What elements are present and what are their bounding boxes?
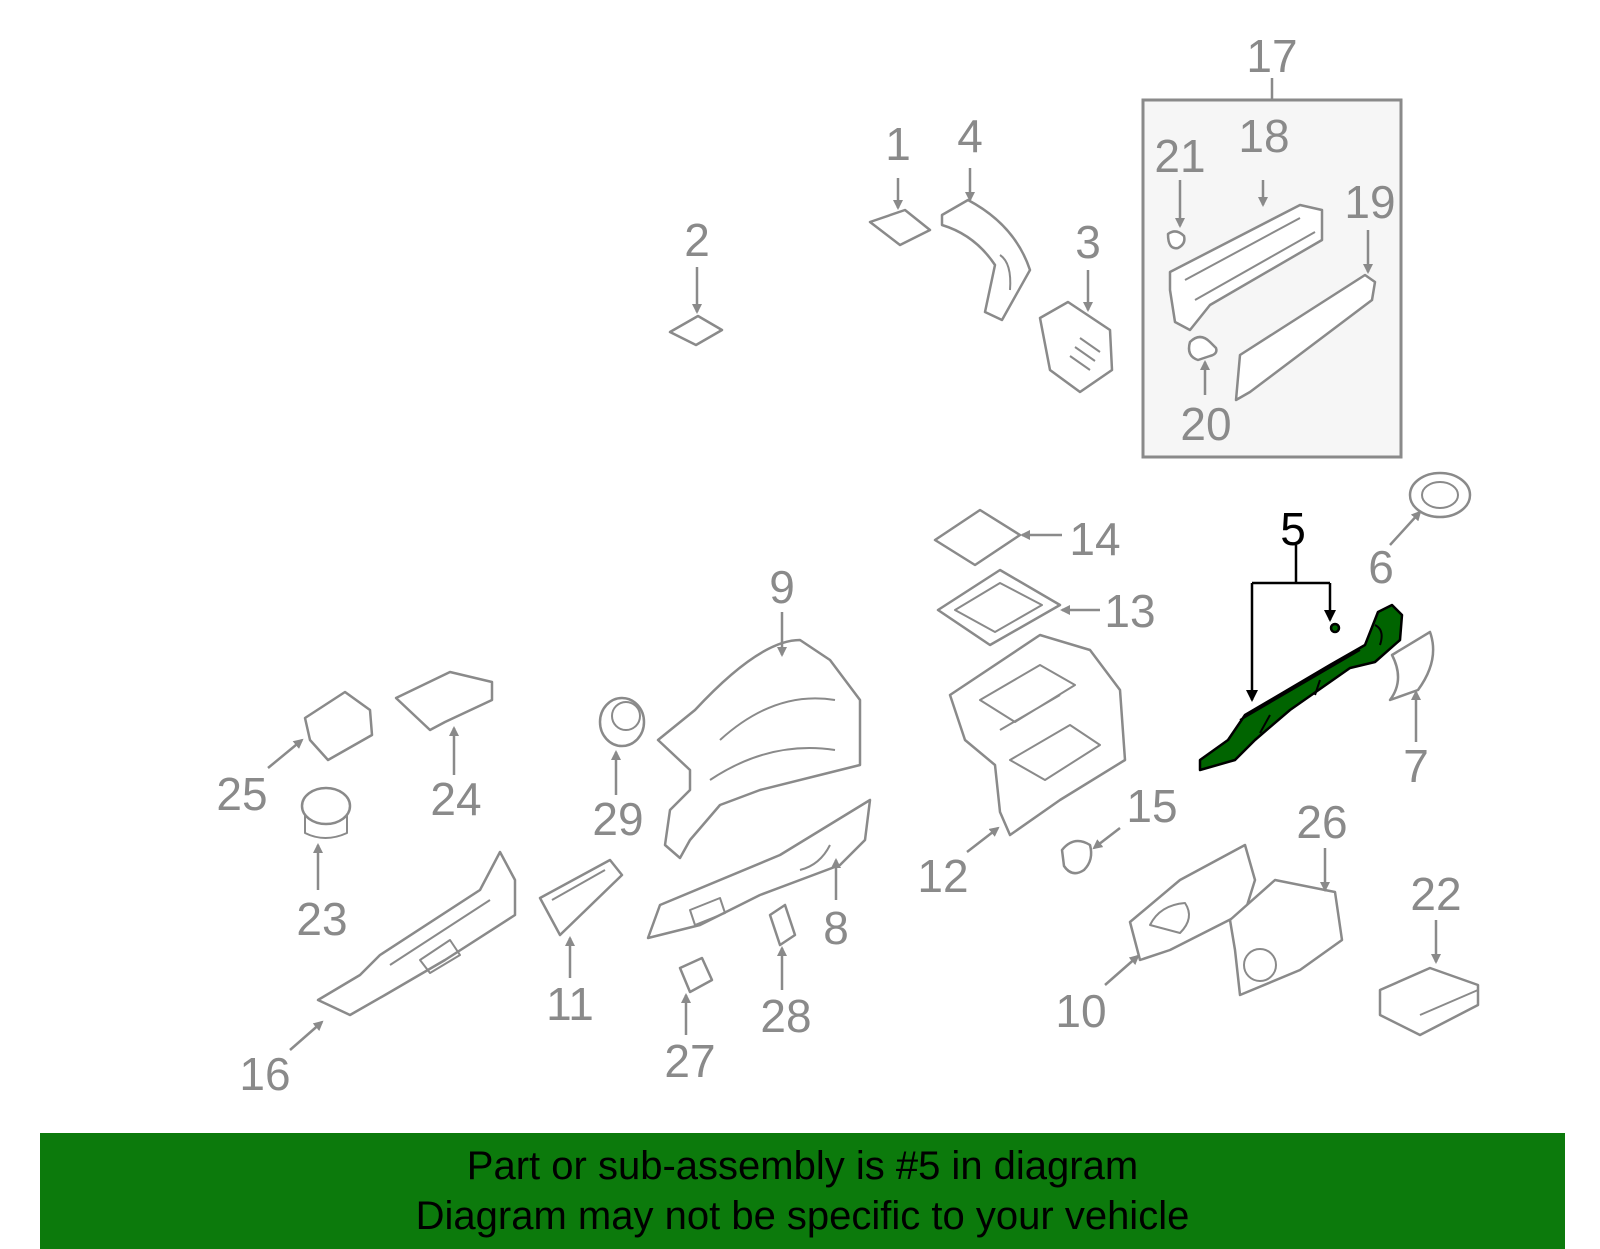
callout-18: 18 bbox=[1238, 110, 1289, 162]
part-3-vent bbox=[1038, 270, 1114, 394]
part-4-panel bbox=[940, 168, 1032, 322]
callout-15: 15 bbox=[1126, 780, 1177, 832]
callout-16: 16 bbox=[239, 1048, 290, 1100]
callout-1: 1 bbox=[885, 118, 911, 170]
callout-2: 2 bbox=[684, 214, 710, 266]
callout-23: 23 bbox=[296, 893, 347, 945]
callout-22: 22 bbox=[1410, 868, 1461, 920]
part-15-clip bbox=[1060, 827, 1121, 875]
part-27-clip bbox=[678, 956, 714, 1035]
callout-27: 27 bbox=[664, 1035, 715, 1087]
callout-6: 6 bbox=[1368, 541, 1394, 593]
part-28-clip bbox=[768, 903, 797, 990]
part-14-pad bbox=[933, 508, 1062, 567]
callout-29: 29 bbox=[592, 793, 643, 845]
part-22-box bbox=[1378, 920, 1480, 1037]
part-16-knee-panel bbox=[289, 850, 517, 1051]
callout-7: 7 bbox=[1403, 740, 1429, 792]
callout-8: 8 bbox=[823, 902, 849, 954]
part-5-highlighted bbox=[1198, 545, 1404, 772]
part-26-bracket bbox=[1228, 848, 1344, 997]
callout-3: 3 bbox=[1075, 216, 1101, 268]
part-24-bracket bbox=[394, 670, 494, 775]
part-10-heater-control bbox=[1104, 843, 1257, 986]
part-1-cap bbox=[868, 178, 932, 247]
part-13-tray bbox=[936, 568, 1100, 647]
callout-14: 14 bbox=[1069, 513, 1120, 565]
callout-10: 10 bbox=[1055, 985, 1106, 1037]
callout-12: 12 bbox=[917, 850, 968, 902]
part-7-cover bbox=[1388, 630, 1435, 742]
part-2-clip bbox=[668, 267, 724, 347]
info-banner: Part or sub-assembly is #5 in diagram Di… bbox=[40, 1133, 1565, 1249]
callout-19: 19 bbox=[1344, 176, 1395, 228]
part-6-knob bbox=[1389, 471, 1472, 546]
parts-diagram: 1 2 3 4 5 6 7 8 9 10 11 12 13 14 15 16 1… bbox=[216, 30, 1480, 1100]
callout-24: 24 bbox=[430, 773, 481, 825]
callout-11: 11 bbox=[546, 978, 594, 1030]
part-11-pocket bbox=[538, 858, 624, 978]
callout-20: 20 bbox=[1180, 398, 1231, 450]
part-8-lower-panel bbox=[646, 798, 872, 940]
part-25-vent bbox=[267, 690, 374, 769]
callout-26: 26 bbox=[1296, 796, 1347, 848]
callout-13: 13 bbox=[1104, 585, 1155, 637]
callout-17: 17 bbox=[1246, 30, 1297, 82]
part-9-cluster-bezel bbox=[656, 612, 862, 860]
part-23-knob bbox=[300, 786, 352, 890]
callout-25: 25 bbox=[216, 768, 267, 820]
glove-box-assembly-group bbox=[1141, 78, 1403, 459]
callout-21: 21 bbox=[1154, 130, 1205, 182]
part-12-center-bezel bbox=[948, 633, 1127, 853]
callout-4: 4 bbox=[957, 110, 983, 162]
banner-line-part: Part or sub-assembly is #5 in diagram bbox=[466, 1144, 1139, 1188]
callout-9: 9 bbox=[769, 561, 795, 613]
callout-28: 28 bbox=[760, 990, 811, 1042]
callout-5: 5 bbox=[1280, 503, 1306, 555]
banner-line-disclaimer: Diagram may not be specific to your vehi… bbox=[415, 1194, 1190, 1238]
part-29-knob bbox=[598, 696, 646, 795]
